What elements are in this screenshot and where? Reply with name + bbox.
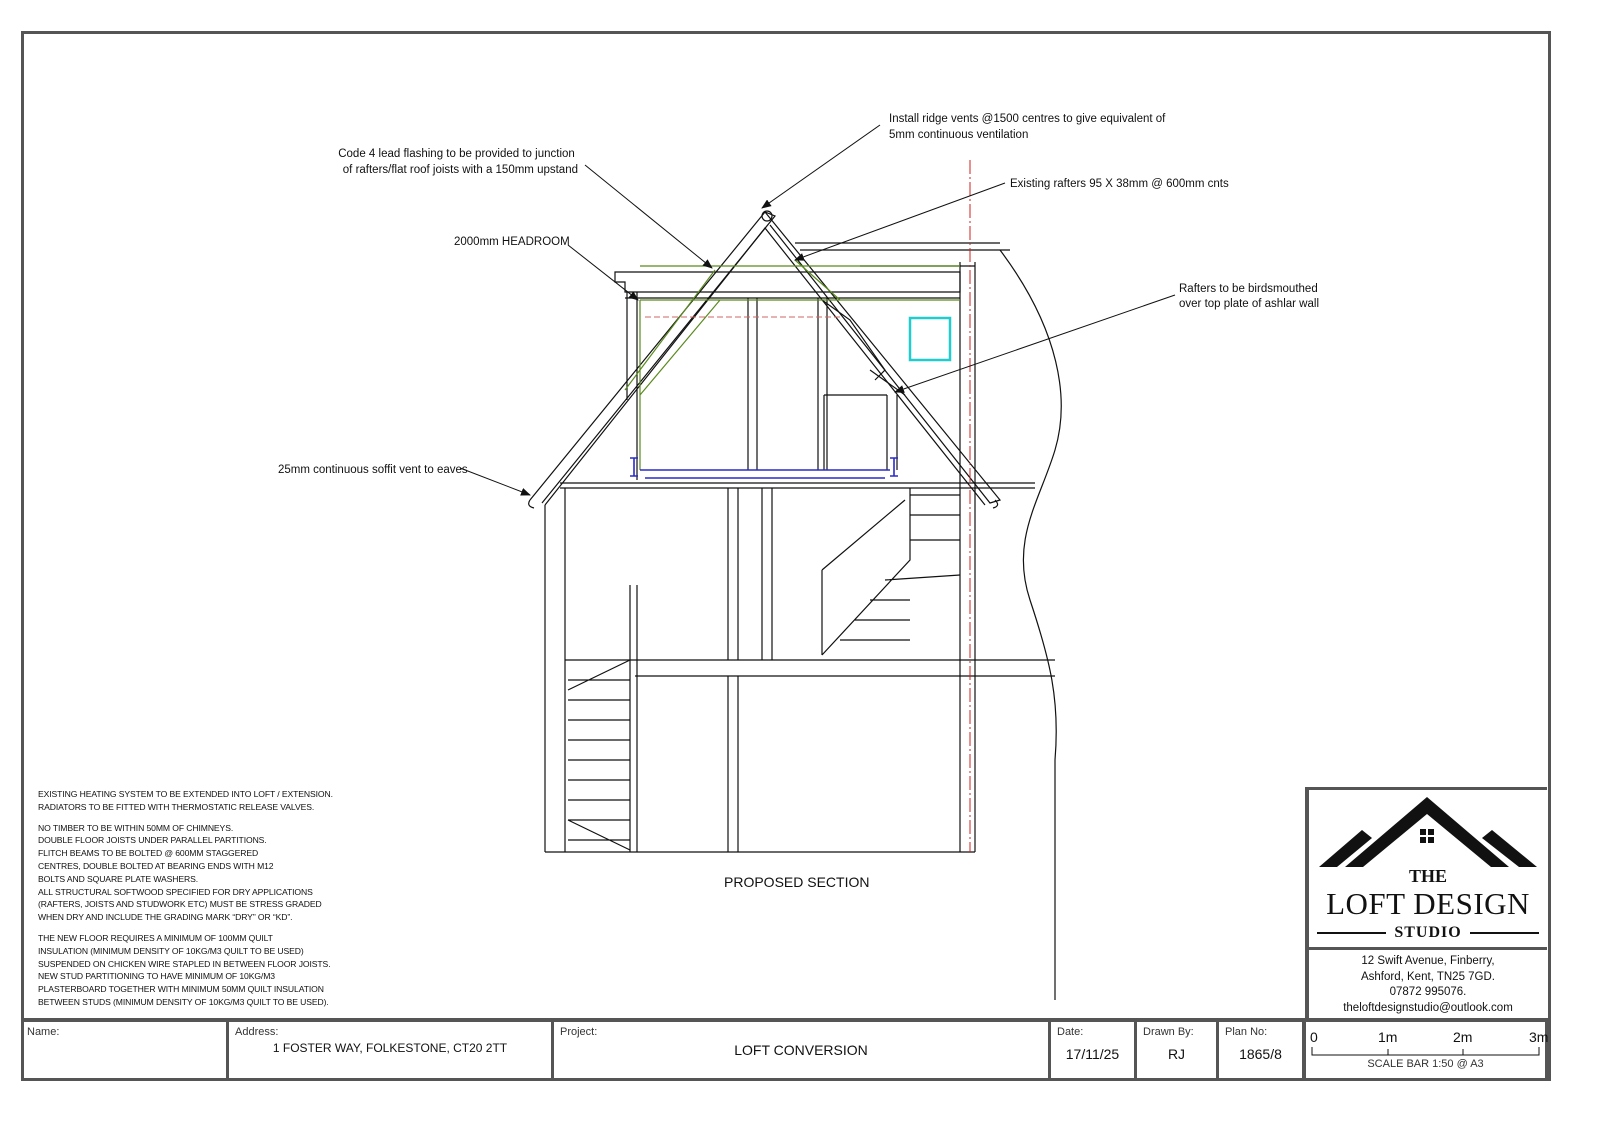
break-line	[999, 249, 1062, 1000]
contact-address-1: 12 Swift Avenue, Finberry,	[1361, 955, 1495, 967]
insulation-lines	[624, 259, 960, 470]
note-line: DOUBLE FLOOR JOISTS UNDER PARALLEL PARTI…	[38, 835, 267, 846]
note-line: BETWEEN STUDS (MINIMUM DENSITY OF 10KG/M…	[38, 996, 329, 1007]
note-line: WHEN DRY AND INCLUDE THE GRADING MARK “D…	[38, 912, 293, 923]
logo-the: THE	[1408, 866, 1447, 886]
name-cell: Name:	[21, 1022, 229, 1078]
note-line: INSULATION (MINIMUM DENSITY OF 10KG/M3 Q…	[38, 945, 304, 956]
roof-logo-icon	[1319, 797, 1537, 867]
note-line: BOLTS AND SQUARE PLATE WASHERS.	[38, 873, 199, 884]
note-line: NO TIMBER TO BE WITHIN 50MM OF CHIMNEYS.	[38, 822, 234, 833]
external-wall-right	[959, 262, 976, 852]
note-line: PLASTERBOARD TOGETHER WITH MINIMUM 50MM …	[38, 984, 324, 995]
note-line: CENTRES, DOUBLE BOLTED AT BEARING ENDS W…	[38, 860, 274, 871]
loft-floor	[560, 482, 1035, 489]
leader-lines	[459, 124, 1176, 496]
note-line: RADIATORS TO BE FITTED WITH THERMOSTATIC…	[38, 801, 315, 812]
company-logo: THE LOFT DESIGN STUDIO	[1305, 787, 1547, 947]
drawing-sheet	[21, 31, 1551, 1081]
steel-beams	[630, 457, 898, 479]
drawing-title: PROPOSED SECTION	[724, 874, 870, 890]
roof-left-slope	[529, 211, 776, 504]
general-notes: EXISTING HEATING SYSTEM TO BE EXTENDED I…	[38, 780, 333, 1017]
note-line: ALL STRUCTURAL SOFTWOOD SPECIFIED FOR DR…	[38, 886, 313, 897]
note-line: NEW STUD PARTITIONING TO HAVE MINIMUM OF…	[38, 971, 275, 982]
soffit-vent-note: 25mm continuous soffit vent to eaves	[278, 464, 468, 476]
dormer-roof	[614, 271, 961, 299]
contact-address-2: Ashford, Kent, TN25 7GD.	[1360, 970, 1496, 983]
date-cell: Date:17/11/25	[1051, 1022, 1137, 1078]
staircase-upper	[821, 488, 961, 656]
note-line: EXISTING HEATING SYSTEM TO BE EXTENDED I…	[38, 789, 333, 799]
lead-flashing-note: Code 4 lead flashing to be provided to j…	[338, 148, 578, 176]
steel-beam-left	[630, 457, 638, 477]
headroom-note: 2000mm HEADROOM	[454, 236, 570, 248]
staircase-lower	[567, 659, 631, 851]
contact-email: theloftdesignstudio@outlook.com	[1343, 1001, 1513, 1014]
logo-main: LOFT DESIGN	[1326, 886, 1530, 921]
note-line: (RAFTERS, JOISTS AND STUDWORK ETC) MUST …	[38, 899, 322, 910]
drawn-by-cell: Drawn By:RJ	[1137, 1022, 1219, 1078]
note-line: SUSPENDED ON CHICKEN WIRE STAPLED IN BET…	[38, 958, 331, 969]
first-floor	[565, 659, 1055, 677]
roof-right-slope	[764, 211, 1002, 504]
note-line: THE NEW FLOOR REQUIRES A MINIMUM OF 100M…	[38, 932, 273, 943]
rooflight	[908, 316, 952, 362]
note-line: FLITCH BEAMS TO BE BOLTED @ 600MM STAGGE…	[38, 848, 259, 859]
ridge-vent-note: Install ridge vents @1500 centres to giv…	[889, 113, 1169, 141]
steel-beam-right	[890, 457, 898, 477]
title-block: Name: Address:1 FOSTER WAY, FOLKESTONE, …	[21, 1018, 1551, 1078]
contact-phone: 07872 995076.	[1389, 986, 1467, 998]
birdsmouth-note: Rafters to be birdsmouthed over top plat…	[1179, 283, 1321, 310]
ridge-vent	[761, 210, 773, 222]
address-cell: Address:1 FOSTER WAY, FOLKESTONE, CT20 2…	[229, 1022, 554, 1078]
project-cell: Project:LOFT CONVERSION	[554, 1022, 1051, 1078]
external-wall-left	[544, 488, 566, 852]
existing-rafters-note: Existing rafters 95 X 38mm @ 600mm cnts	[1010, 178, 1229, 190]
contact-details: 12 Swift Avenue, Finberry, Ashford, Kent…	[1305, 947, 1547, 1019]
scale-bar: 0 1m 2m 3m SCALE BAR 1:50 @ A3	[1306, 1022, 1548, 1078]
plan-no-cell: Plan No:1865/8	[1219, 1022, 1306, 1078]
logo-studio: STUDIO	[1317, 924, 1540, 942]
